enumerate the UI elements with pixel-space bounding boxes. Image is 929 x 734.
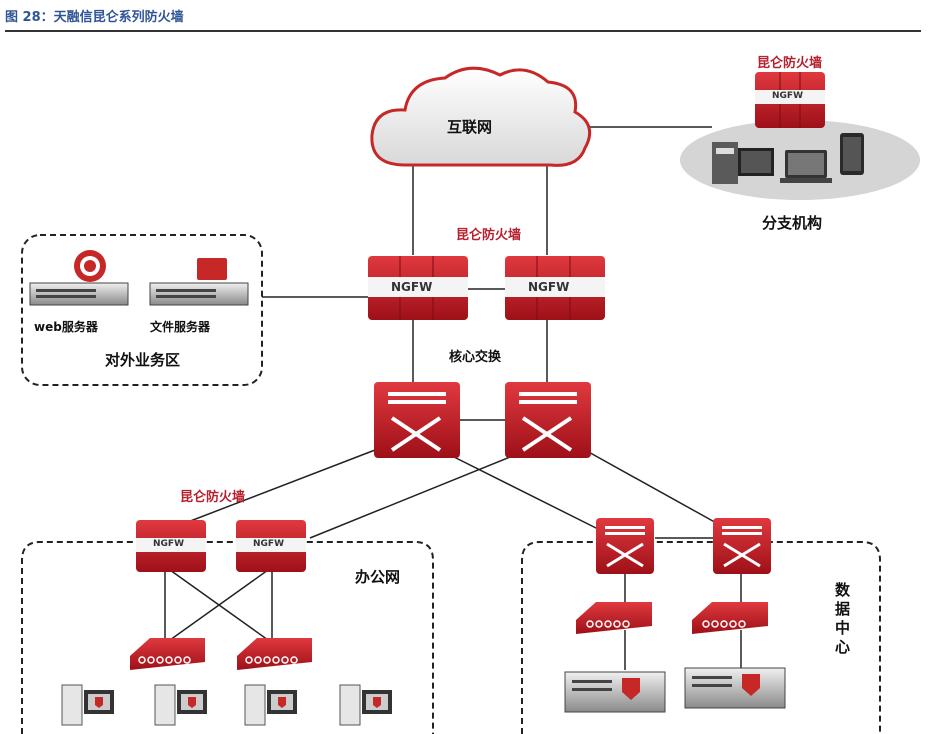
office-fw-label: 昆仑防火墙 bbox=[180, 490, 246, 505]
core-fw-label: 昆仑防火墙 bbox=[456, 228, 522, 243]
title-rule bbox=[5, 30, 921, 32]
ngfw-label-office-1: NGFW bbox=[153, 539, 184, 549]
ngfw-label-1: NGFW bbox=[391, 280, 433, 294]
web-server-label: web服务器 bbox=[34, 320, 98, 334]
dc-device-1 bbox=[576, 602, 652, 634]
core-switch-label: 核心交换 bbox=[449, 350, 502, 365]
internet-label: 互联网 bbox=[447, 118, 493, 136]
core-firewall-1 bbox=[368, 256, 468, 320]
web-server bbox=[29, 250, 129, 306]
dmz-label: 对外业务区 bbox=[105, 351, 181, 369]
ngfw-label-branch: NGFW bbox=[772, 91, 803, 101]
core-firewall-2 bbox=[505, 256, 605, 320]
office-firewall-2 bbox=[236, 520, 306, 572]
office-pc-4 bbox=[339, 684, 392, 726]
file-server-label: 文件服务器 bbox=[150, 320, 211, 334]
links bbox=[164, 126, 742, 670]
dc-switch-1 bbox=[596, 518, 654, 574]
branch-devices bbox=[712, 133, 864, 184]
office-pc-2 bbox=[154, 684, 207, 726]
dc-switch-2 bbox=[713, 518, 771, 574]
link-sw2-ofw2 bbox=[309, 454, 516, 539]
branch-label: 分支机构 bbox=[762, 214, 823, 232]
link-ofw2-r1 bbox=[169, 569, 269, 641]
branch-firewall bbox=[755, 72, 825, 128]
office-firewall-1 bbox=[136, 520, 206, 572]
datacenter-zone bbox=[521, 541, 881, 734]
ngfw-label-2: NGFW bbox=[528, 280, 570, 294]
link-sw2-dsw2 bbox=[584, 449, 721, 526]
file-server bbox=[149, 258, 249, 306]
internet-cloud bbox=[370, 66, 592, 167]
dc-server-1 bbox=[564, 671, 666, 713]
core-switch-2 bbox=[505, 382, 591, 458]
figure-title: 图 28：天融信昆仑系列防火墙 bbox=[5, 10, 184, 25]
office-pc-1 bbox=[61, 684, 114, 726]
office-label: 办公网 bbox=[355, 568, 401, 586]
branch-fw-label: 昆仑防火墙 bbox=[757, 56, 823, 71]
datacenter-label: 数据中心 bbox=[833, 582, 851, 658]
dc-device-2 bbox=[692, 602, 768, 634]
link-sw1-ofw1 bbox=[179, 449, 376, 526]
dmz-zone bbox=[21, 234, 263, 386]
office-router-2 bbox=[237, 638, 312, 670]
core-switch-1 bbox=[374, 382, 460, 458]
ngfw-label-office-2: NGFW bbox=[253, 539, 284, 549]
office-zone bbox=[21, 541, 434, 734]
office-pc-3 bbox=[244, 684, 297, 726]
link-sw1-dsw1 bbox=[449, 454, 601, 531]
dc-server-2 bbox=[684, 667, 786, 709]
office-router-1 bbox=[130, 638, 205, 670]
